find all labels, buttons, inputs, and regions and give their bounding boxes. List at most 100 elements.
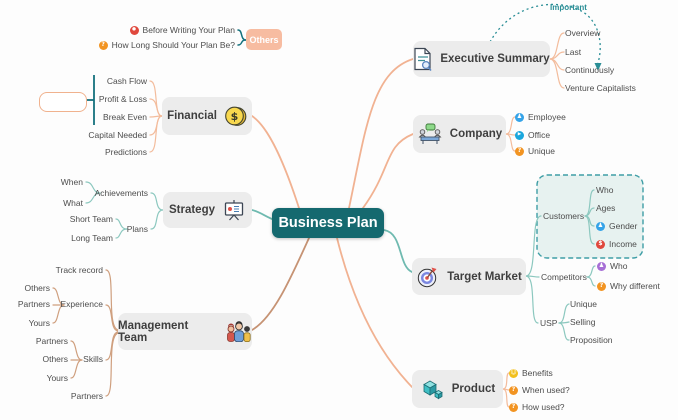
customers-boundary <box>536 174 644 259</box>
person-blue-icon: ♟ <box>596 221 605 231</box>
topic-short-team[interactable]: Short Team <box>69 214 113 224</box>
management-child-lines <box>52 269 119 397</box>
topic-venture-capitalists[interactable]: Venture Capitalists <box>565 83 636 93</box>
topic-strategy[interactable]: Strategy <box>163 192 252 228</box>
topic-experience-yours[interactable]: Yours <box>28 318 50 328</box>
floating-topic-child-lines <box>237 29 247 46</box>
topic-what[interactable]: What <box>63 198 83 208</box>
central-topic-label: Business Plan <box>278 215 378 231</box>
topic-company[interactable]: Company <box>413 115 506 153</box>
topic-label: Company <box>449 128 503 140</box>
branch-line-company <box>362 133 414 209</box>
target-market-child-lines <box>525 189 596 341</box>
presentation-board-icon <box>224 200 244 221</box>
topic-experience-others[interactable]: Others <box>24 283 50 293</box>
topic-label: Target Market <box>447 270 522 283</box>
topic-when-used[interactable]: ? When used? <box>509 384 570 396</box>
team-people-icon <box>227 321 251 342</box>
floating-topic-others[interactable]: Others <box>246 29 282 50</box>
branch-line-financial <box>251 115 300 209</box>
topic-customers-who[interactable]: Who <box>596 185 614 195</box>
person-blue-icon: ♟ <box>515 112 524 122</box>
topic-long-team[interactable]: Long Team <box>71 233 113 243</box>
topic-skills-yours[interactable]: Yours <box>46 373 68 383</box>
topic-predictions[interactable]: Predictions <box>104 147 147 157</box>
topic-before-writing-your-plan[interactable]: ● Before Writing Your Plan <box>129 24 235 36</box>
summary-bracket <box>86 75 95 125</box>
topic-label: Product <box>451 383 496 395</box>
record-red-icon: ● <box>129 25 139 35</box>
topic-unique[interactable]: ? Unique <box>515 145 555 157</box>
topic-capital-needed[interactable]: Capital Needed <box>88 130 147 140</box>
relationship-label[interactable]: Important <box>550 3 587 12</box>
dartboard-icon <box>418 267 437 287</box>
topic-product[interactable]: Product <box>412 370 503 408</box>
svg-text:$: $ <box>231 110 239 123</box>
topic-partners[interactable]: Partners <box>70 391 103 401</box>
floating-topic-label: Others <box>249 34 279 45</box>
topic-cash-flow[interactable]: Cash Flow <box>106 76 147 86</box>
executive-summary-child-lines <box>549 32 565 89</box>
product-child-lines <box>502 372 510 408</box>
branch-line-management-team <box>251 237 310 331</box>
document-magnifier-icon <box>414 47 432 71</box>
topic-experience[interactable]: Experience <box>60 299 103 309</box>
arrowhead-icon <box>594 63 602 71</box>
company-child-lines <box>505 116 516 152</box>
topic-office[interactable]: ▶ Office <box>515 129 550 141</box>
topic-overview[interactable]: Overview <box>565 28 601 38</box>
topic-how-used[interactable]: ? How used? <box>509 401 565 413</box>
topic-target-market[interactable]: Target Market <box>412 258 526 295</box>
branch-line-target-market <box>383 229 413 273</box>
topic-track-record[interactable]: Track record <box>55 265 103 275</box>
topic-income[interactable]: $ Income <box>596 238 637 250</box>
question-orange-icon: ? <box>98 40 108 50</box>
topic-last[interactable]: Last <box>565 47 582 57</box>
topic-competitors[interactable]: Competitors <box>541 272 587 282</box>
question-orange-icon: ? <box>509 402 518 412</box>
topic-skills-others[interactable]: Others <box>42 354 68 364</box>
question-orange-icon: ? <box>515 146 524 156</box>
branch-line-product <box>336 237 413 388</box>
financial-child-lines <box>149 80 163 153</box>
relationship-arrow <box>489 3 602 71</box>
topic-gender[interactable]: ♟ Gender <box>596 221 638 231</box>
central-topic-business-plan[interactable]: Business Plan <box>272 208 384 238</box>
topic-benefits[interactable]: ☺ Benefits <box>509 368 553 378</box>
topic-experience-partners[interactable]: Partners <box>17 299 50 309</box>
smiley-yellow-icon: ☺ <box>509 368 518 378</box>
topic-competitors-who[interactable]: ♟ Who <box>597 261 628 271</box>
topic-financial[interactable]: Financial $ <box>162 97 252 135</box>
topic-why-different[interactable]: ? Why different <box>597 280 660 292</box>
meeting-table-icon <box>418 123 442 144</box>
play-cyan-icon: ▶ <box>515 130 524 140</box>
topic-executive-summary[interactable]: Executive Summary <box>413 41 550 77</box>
topic-plans[interactable]: Plans <box>126 224 148 234</box>
branch-line-executive-summary <box>348 58 414 209</box>
topic-proposition[interactable]: Proposition <box>570 335 613 345</box>
topic-how-long-should-your-plan-be[interactable]: ? How Long Should Your Plan Be? <box>98 39 235 51</box>
topic-continuously[interactable]: Continuously <box>565 65 615 75</box>
topic-achievements[interactable]: Achievements <box>94 188 148 198</box>
topic-employee[interactable]: ♟ Employee <box>515 112 566 122</box>
topic-customers[interactable]: Customers <box>543 211 585 221</box>
summary-topic-blank[interactable] <box>39 92 87 112</box>
question-orange-icon: ? <box>597 281 606 291</box>
topic-profit-loss[interactable]: Profit & Loss <box>98 94 147 104</box>
topic-usp[interactable]: USP <box>540 318 558 328</box>
topic-skills-partners[interactable]: Partners <box>35 336 68 346</box>
topic-ages[interactable]: Ages <box>596 203 616 213</box>
topic-break-even[interactable]: Break Even <box>103 112 147 122</box>
question-orange-icon: ? <box>509 385 518 395</box>
topic-when[interactable]: When <box>60 177 83 187</box>
branch-line-strategy <box>251 209 273 220</box>
strategy-child-lines <box>85 181 164 239</box>
topic-selling[interactable]: Selling <box>570 317 596 327</box>
topic-management-team[interactable]: Management Team <box>118 313 252 350</box>
topic-label: Executive Summary <box>440 53 550 65</box>
dollar-red-icon: $ <box>596 239 605 249</box>
topic-usp-unique[interactable]: Unique <box>570 299 597 309</box>
topic-skills[interactable]: Skills <box>83 354 103 364</box>
topic-label: Strategy <box>168 204 216 216</box>
